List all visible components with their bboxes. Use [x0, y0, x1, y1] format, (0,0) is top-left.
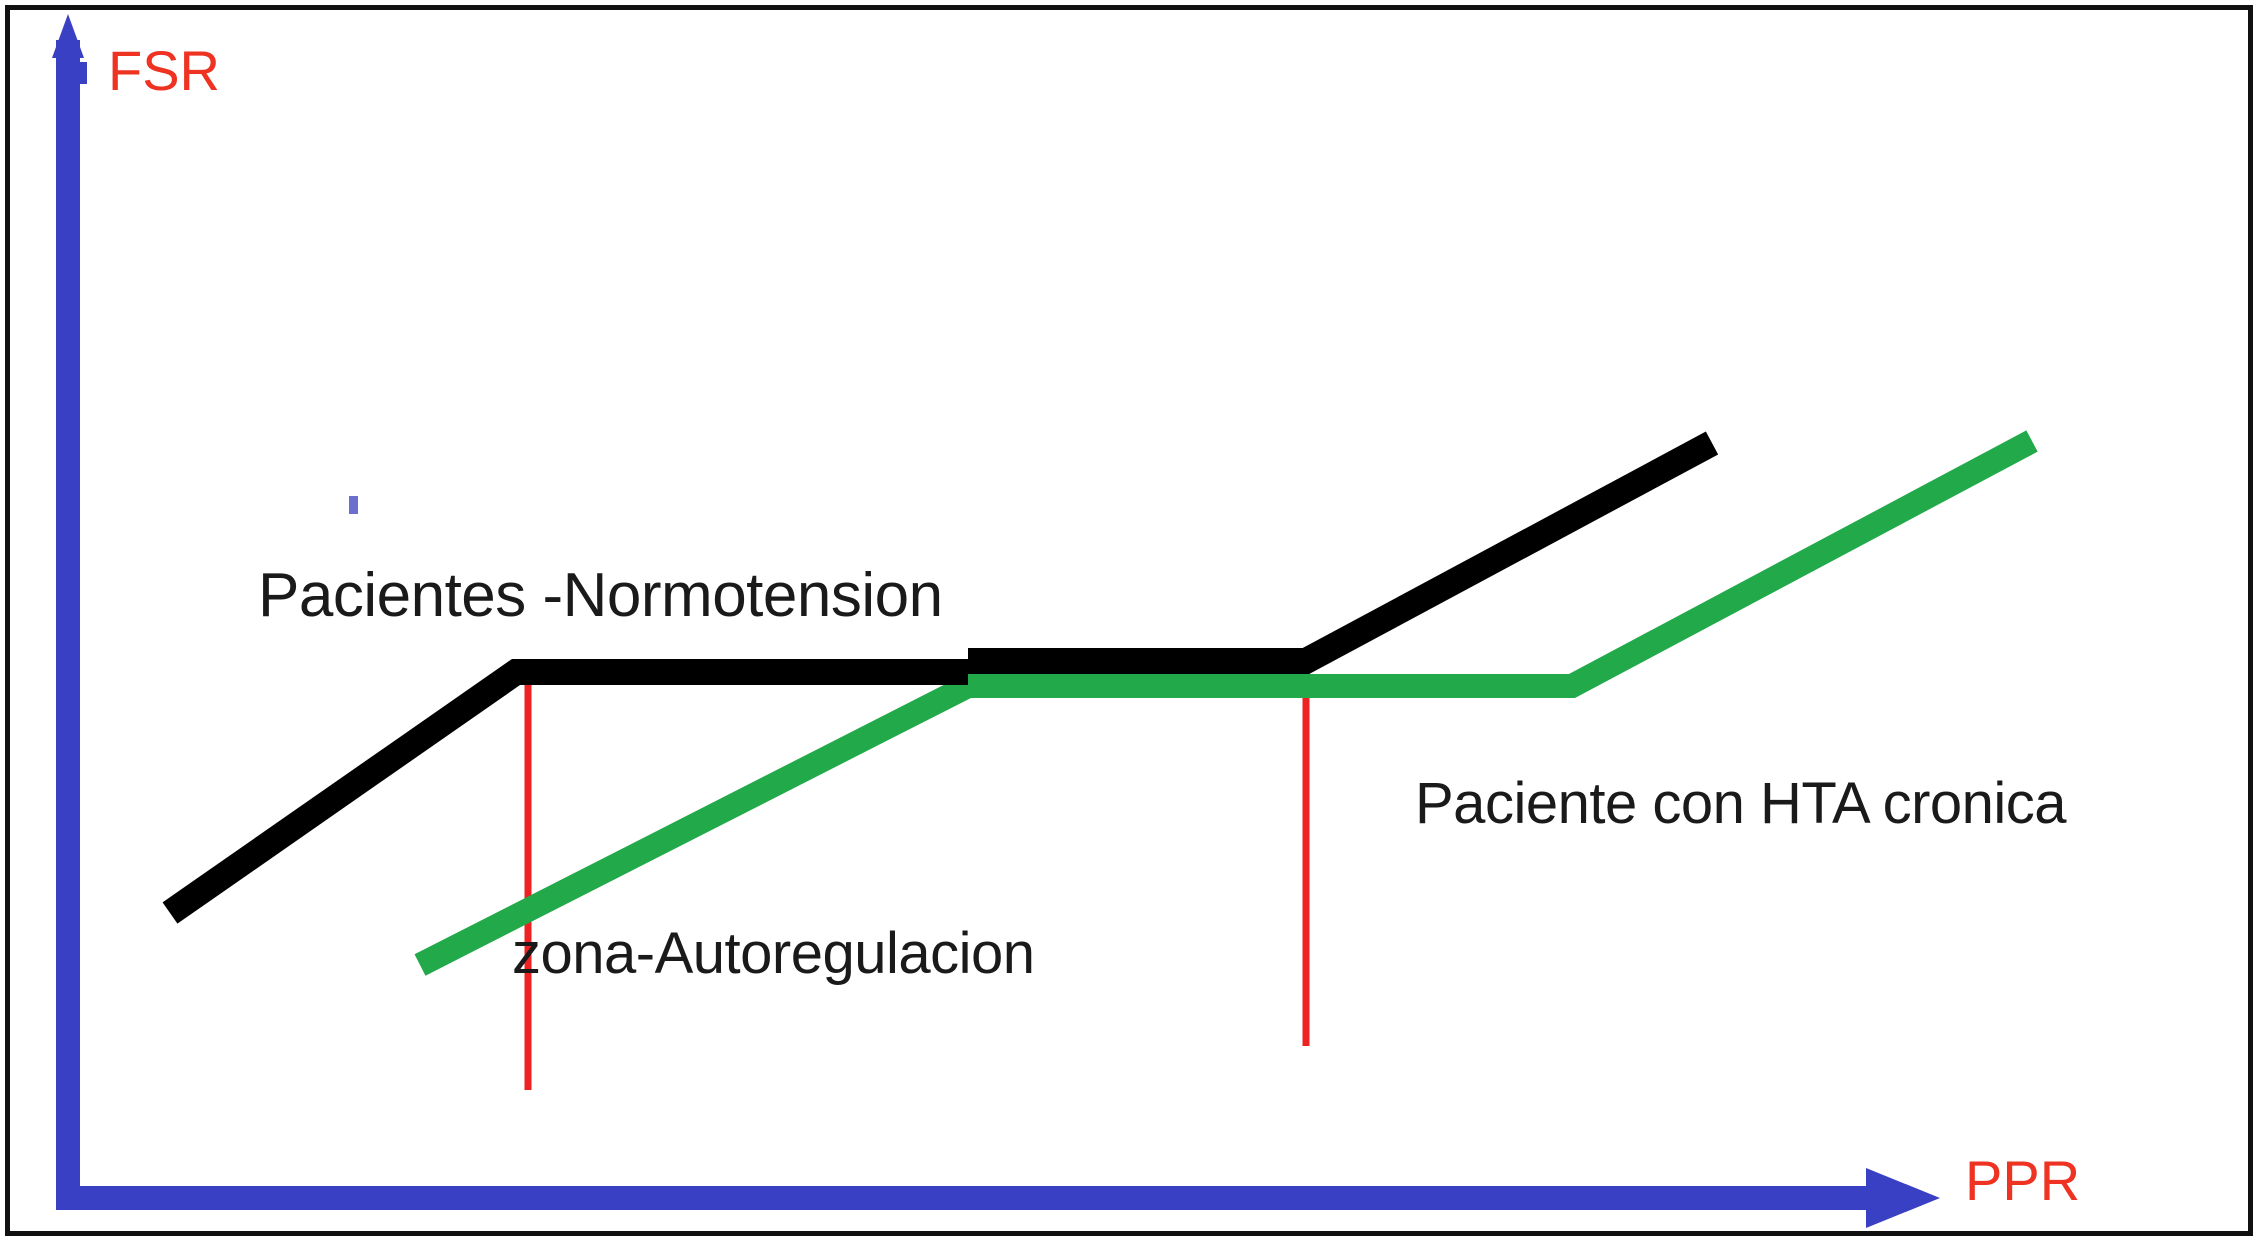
x-axis-label: PPR [1965, 1149, 2081, 1212]
x-axis-line [56, 1186, 1876, 1210]
series-normotension-left-segment [162, 659, 968, 924]
y-axis-arrow-icon [52, 14, 84, 58]
y-axis-line [56, 40, 80, 1210]
annotation-autoregulacion: zona-Autoregulacion [512, 921, 1035, 986]
y-axis-notch [78, 62, 87, 84]
series-hta-cronica-line [414, 430, 2038, 976]
x-axis-arrow-icon [1866, 1168, 1940, 1228]
figure-border [5, 5, 2253, 1236]
annotation-normotension: Pacientes -Normotension [258, 561, 943, 630]
y-axis-label: FSR [108, 39, 220, 102]
stray-blue-dot [349, 496, 358, 514]
annotation-hta-cronica: Paciente con HTA cronica [1415, 771, 2067, 836]
series-normotension-right-segment [968, 431, 1719, 674]
